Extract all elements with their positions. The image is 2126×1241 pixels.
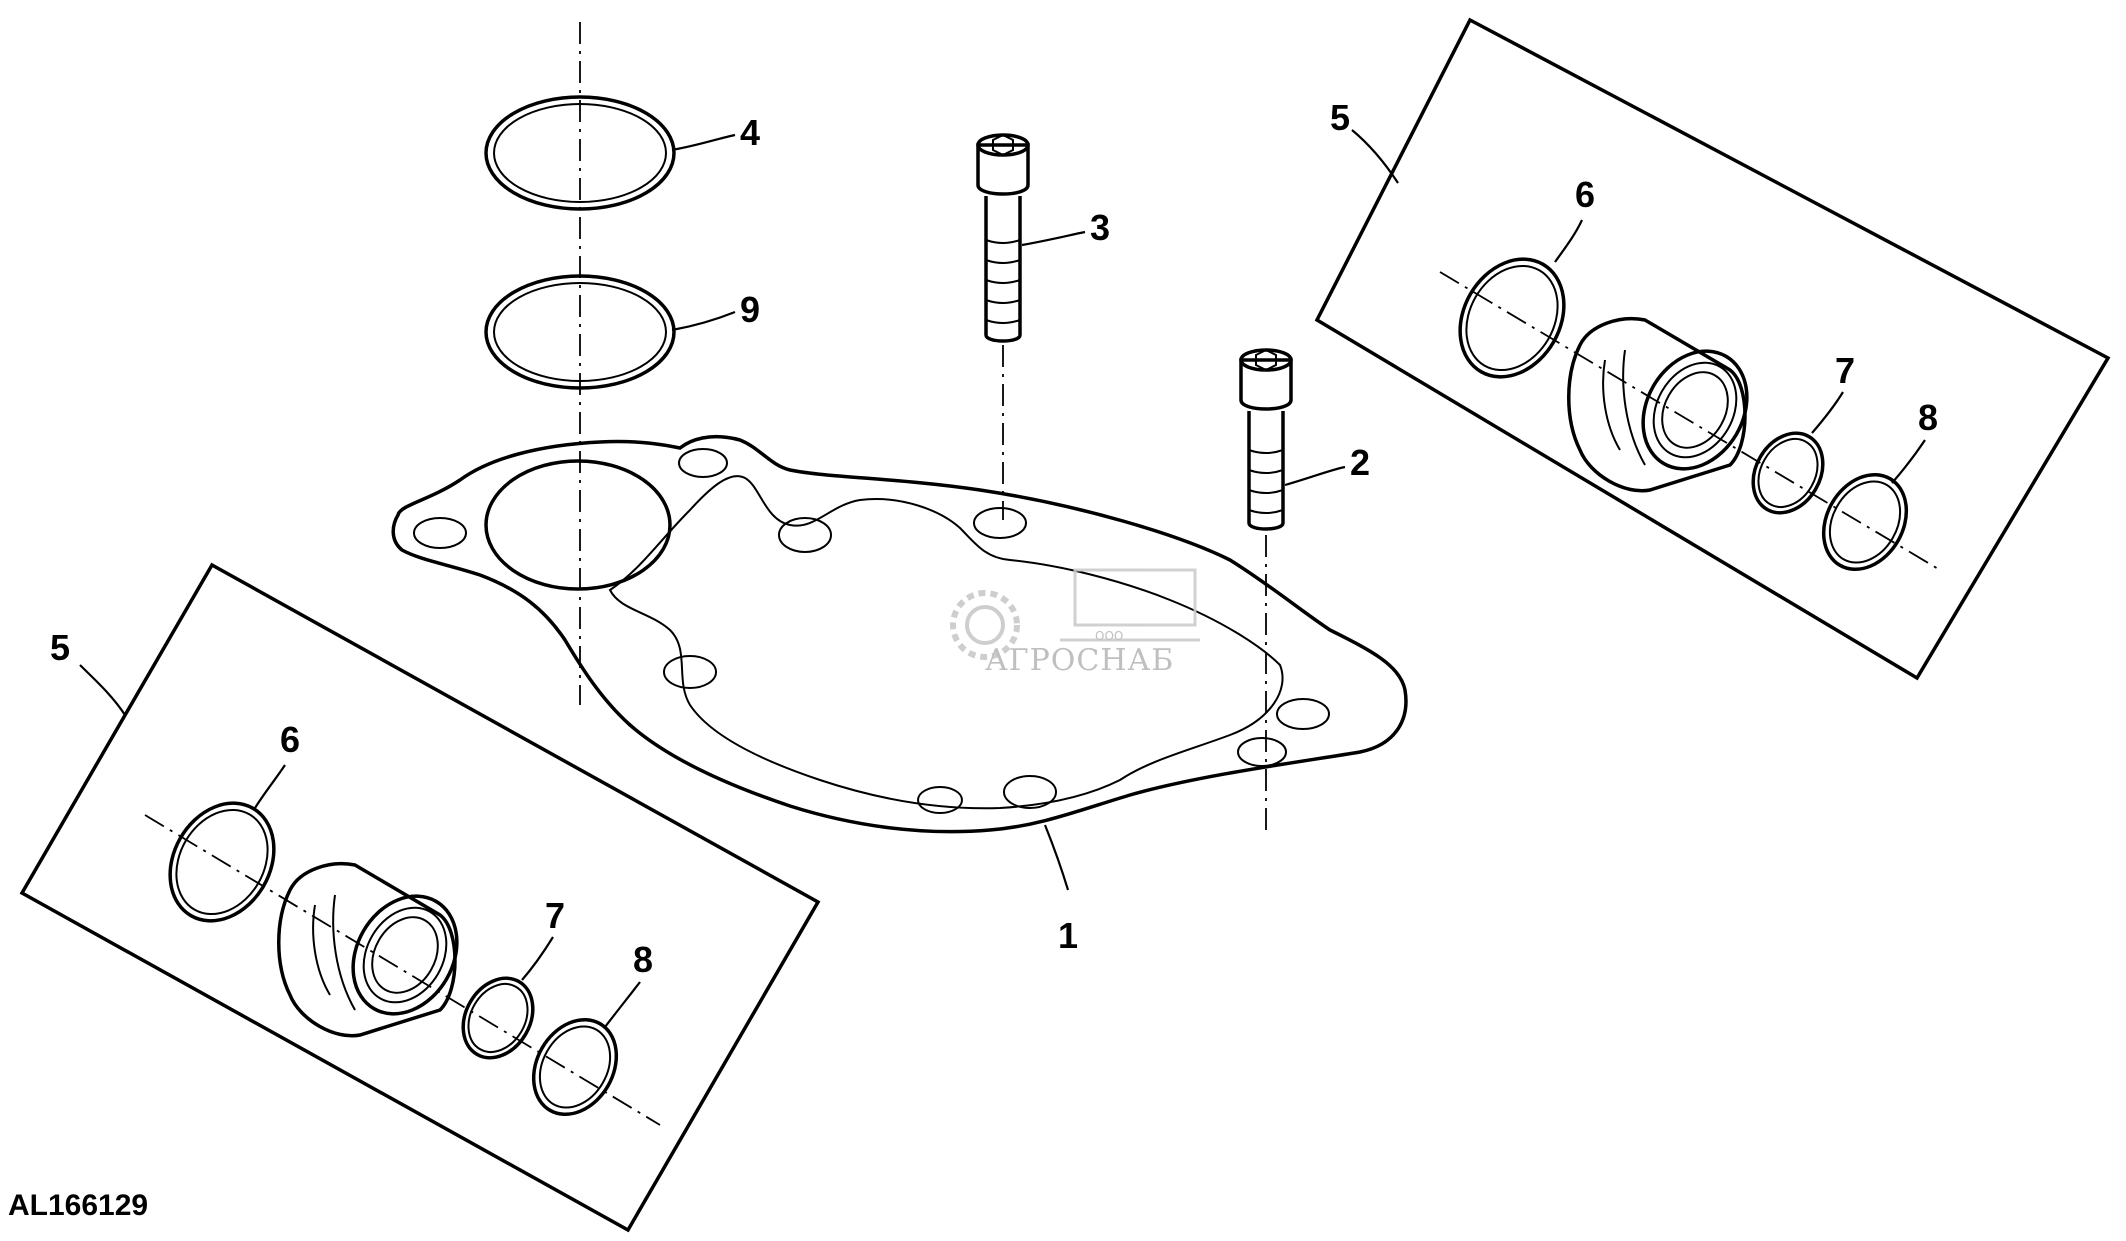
callout-8-right: 8 <box>1918 397 1938 438</box>
leader-6-left <box>254 764 286 809</box>
callout-3: 3 <box>1090 207 1110 248</box>
o-ring-9 <box>484 274 676 390</box>
leader-8-left <box>604 981 641 1028</box>
kit-box-right <box>1314 17 2111 681</box>
callout-6-right: 6 <box>1575 174 1595 215</box>
leader-8-right <box>1891 439 1926 484</box>
left-o-ring-7 <box>461 976 535 1060</box>
callout-7-right: 7 <box>1835 350 1855 391</box>
left-o-ring-8 <box>531 1017 619 1117</box>
left-fitting <box>277 862 459 1038</box>
leader-6-right <box>1554 219 1583 263</box>
leader-9 <box>671 310 736 332</box>
watermark-brand: АГРОСНАБ <box>985 643 1174 678</box>
leader-2 <box>1284 465 1346 487</box>
callout-4: 4 <box>740 112 760 153</box>
cap-screw-3 <box>976 133 1030 343</box>
callout-2: 2 <box>1350 442 1370 483</box>
watermark-prefix: ООО <box>1095 629 1123 643</box>
leader-7-left <box>521 936 554 981</box>
leader-7-right <box>1811 391 1844 434</box>
right-o-ring-6 <box>1458 257 1566 379</box>
right-o-ring-7 <box>1751 431 1825 515</box>
callout-9: 9 <box>740 289 760 330</box>
callout-5-left: 5 <box>50 627 70 668</box>
leader-4 <box>671 133 736 152</box>
gasket-1 <box>391 434 1408 834</box>
leader-5-right <box>1351 129 1399 184</box>
o-ring-4 <box>484 95 676 211</box>
left-o-ring-6 <box>168 801 276 923</box>
leader-3 <box>1021 230 1086 247</box>
callout-5-right: 5 <box>1330 97 1350 138</box>
right-o-ring-8 <box>1821 472 1909 572</box>
callout-6-left: 6 <box>280 719 300 760</box>
leader-5-left <box>79 664 126 716</box>
kit-box-left <box>19 562 821 1233</box>
callout-8-left: 8 <box>633 939 653 980</box>
right-fitting <box>1567 317 1749 493</box>
watermark-logo: ООО АГРОСНАБ <box>950 568 1200 678</box>
callout-1: 1 <box>1058 915 1078 956</box>
cap-screw-2 <box>1239 348 1293 531</box>
figure-id: AL166129 <box>8 1189 148 1222</box>
callout-7-left: 7 <box>545 895 565 936</box>
leader-1 <box>1043 824 1070 891</box>
